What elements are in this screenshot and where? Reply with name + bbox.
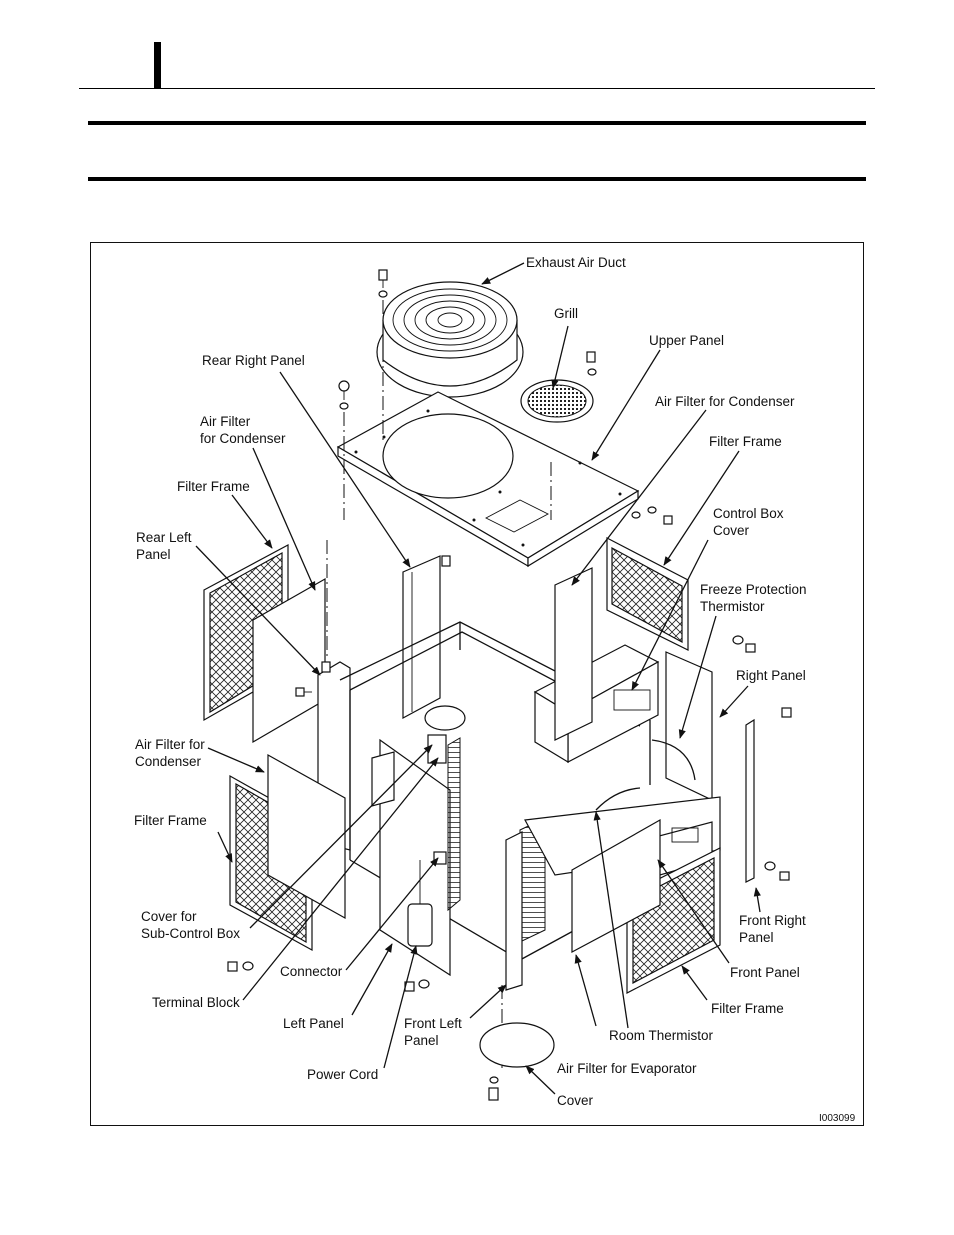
air-filter-condenser-right bbox=[554, 567, 593, 741]
label-cover: Cover bbox=[557, 1093, 594, 1108]
label-front-left-panel-2: Panel bbox=[404, 1033, 439, 1048]
label-air-filter-rear-2: for Condenser bbox=[200, 431, 286, 446]
label-exhaust-air-duct: Exhaust Air Duct bbox=[526, 255, 626, 270]
control-box bbox=[533, 644, 660, 764]
condenser-coil bbox=[447, 737, 461, 912]
label-filter-frame-left: Filter Frame bbox=[134, 813, 207, 828]
cover-plate bbox=[479, 1022, 555, 1101]
label-front-panel: Front Panel bbox=[730, 965, 800, 980]
section-bottom-rule bbox=[88, 177, 866, 181]
label-connector: Connector bbox=[280, 964, 343, 979]
label-air-filter-condenser-top: Air Filter for Condenser bbox=[655, 394, 795, 409]
filter-frame-right bbox=[606, 537, 689, 651]
header-tab-mark bbox=[154, 42, 161, 89]
label-air-filter-left-1: Air Filter for bbox=[135, 737, 205, 752]
figure-frame bbox=[90, 242, 864, 1126]
duct-screw-left bbox=[378, 269, 388, 298]
left-panel bbox=[371, 738, 451, 977]
label-room-thermistor: Room Thermistor bbox=[609, 1028, 714, 1043]
label-power-cord: Power Cord bbox=[307, 1067, 378, 1082]
label-freeze-protection-2: Thermistor bbox=[700, 599, 765, 614]
exhaust-air-duct bbox=[376, 281, 524, 398]
label-left-panel: Left Panel bbox=[283, 1016, 344, 1031]
label-filter-frame-right: Filter Frame bbox=[709, 434, 782, 449]
figure-code: I003099 bbox=[819, 1113, 856, 1124]
label-upper-panel: Upper Panel bbox=[649, 333, 724, 348]
leader-lines bbox=[195, 262, 761, 1095]
label-terminal-block: Terminal Block bbox=[152, 995, 240, 1010]
freeze-protection-thermistor bbox=[651, 739, 696, 781]
air-filter-evaporator bbox=[571, 818, 661, 954]
room-thermistor bbox=[595, 787, 641, 811]
screw-rear-left bbox=[295, 687, 312, 697]
eyebolt bbox=[338, 380, 350, 410]
label-cover-sub-control-1: Cover for bbox=[141, 909, 197, 924]
header-rule bbox=[79, 88, 875, 89]
label-air-filter-evaporator: Air Filter for Evaporator bbox=[557, 1061, 697, 1076]
grill bbox=[520, 379, 594, 423]
front-right-panel bbox=[745, 707, 792, 883]
label-front-right-panel-1: Front Right bbox=[739, 913, 806, 928]
label-rear-right-panel: Rear Right Panel bbox=[202, 353, 305, 368]
screws-right bbox=[631, 506, 756, 653]
label-front-right-panel-2: Panel bbox=[739, 930, 774, 945]
upper-panel bbox=[336, 391, 640, 568]
label-freeze-protection-1: Freeze Protection bbox=[700, 582, 807, 597]
label-front-left-panel-1: Front Left bbox=[404, 1016, 462, 1031]
right-panel bbox=[665, 651, 713, 801]
grill-screw bbox=[586, 351, 597, 376]
label-air-filter-rear-1: Air Filter bbox=[200, 414, 251, 429]
label-filter-frame-front: Filter Frame bbox=[711, 1001, 784, 1016]
label-control-box-cover-1: Control Box bbox=[713, 506, 784, 521]
label-rear-left-panel-2: Panel bbox=[136, 547, 171, 562]
label-rear-left-panel-1: Rear Left bbox=[136, 530, 192, 545]
air-filter-condenser-left bbox=[267, 753, 346, 920]
label-air-filter-left-2: Condenser bbox=[135, 754, 202, 769]
front-left-panel bbox=[505, 831, 523, 991]
label-right-panel: Right Panel bbox=[736, 668, 806, 683]
screws-left-bottom bbox=[227, 961, 430, 992]
label-control-box-cover-2: Cover bbox=[713, 523, 750, 538]
label-grill: Grill bbox=[554, 306, 578, 321]
label-filter-frame-rear: Filter Frame bbox=[177, 479, 250, 494]
rear-right-panel bbox=[402, 555, 451, 720]
section-top-rule bbox=[88, 121, 866, 125]
label-cover-sub-control-2: Sub-Control Box bbox=[141, 926, 240, 941]
